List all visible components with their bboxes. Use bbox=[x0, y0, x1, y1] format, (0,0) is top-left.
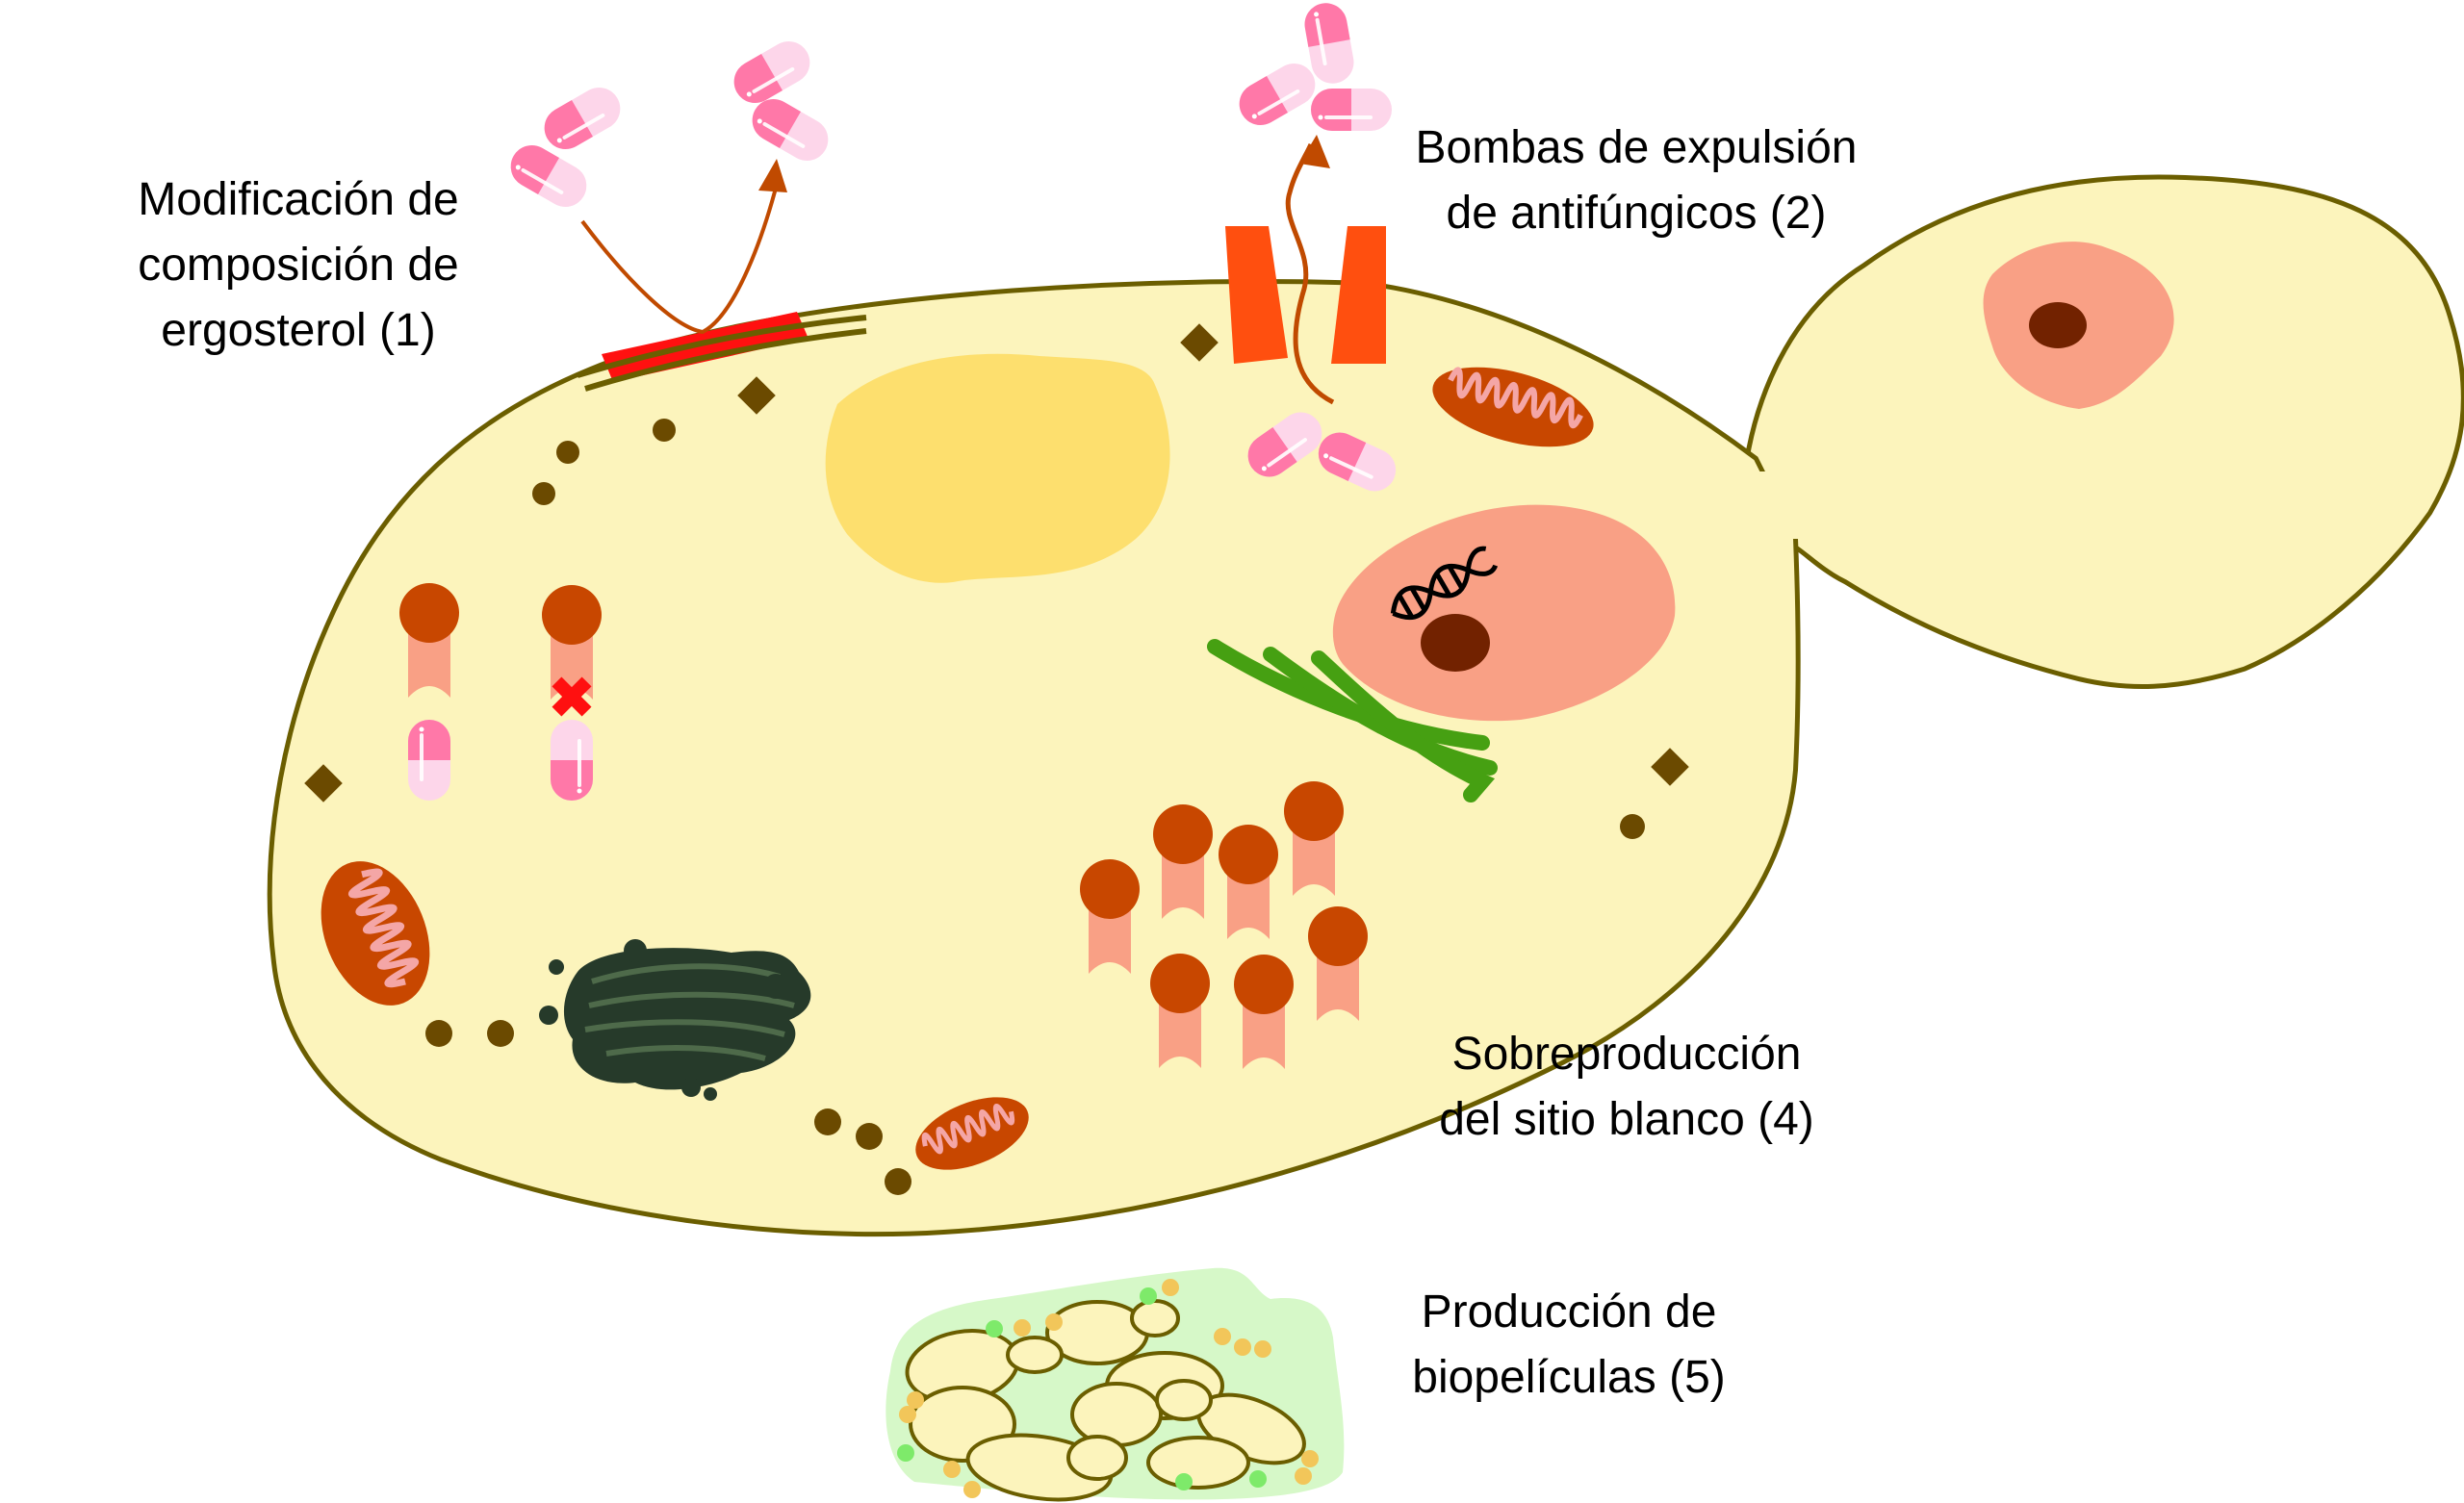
granules bbox=[425, 419, 1645, 1195]
target-site-blocked bbox=[542, 585, 602, 801]
ergosterol-arrow-head bbox=[758, 159, 787, 192]
biofilm bbox=[886, 1267, 1345, 1502]
efflux-arrow-head bbox=[1299, 135, 1330, 168]
ergosterol-modification bbox=[577, 312, 867, 392]
vacuole bbox=[825, 353, 1170, 583]
label-target-overproduction: Sobreproducción del sitio blanco (4) bbox=[1386, 1022, 1867, 1153]
dna-helix-icon bbox=[1390, 546, 1499, 621]
bud-cell bbox=[1743, 174, 2464, 690]
label-line: Bombas de expulsión bbox=[1415, 122, 1858, 173]
endoplasmic-reticulum bbox=[1207, 639, 1498, 802]
label-line: Producción de bbox=[1421, 1286, 1717, 1337]
label-line: biopelículas (5) bbox=[1412, 1352, 1726, 1403]
golgi-apparatus bbox=[539, 939, 811, 1101]
label-line: del sitio blanco (4) bbox=[1439, 1094, 1814, 1145]
efflux-arrow bbox=[1285, 142, 1335, 405]
capsule-icon bbox=[536, 79, 629, 158]
mitochondrion-top bbox=[1432, 367, 1594, 447]
ergosterol-arrow bbox=[580, 172, 782, 335]
mother-cell bbox=[267, 135, 1819, 1237]
label-biofilm-production: Producción de biopelículas (5) bbox=[1357, 1280, 1781, 1411]
label-line: Sobreproducción bbox=[1451, 1029, 1802, 1080]
mitochondrion-bottom bbox=[915, 1097, 1029, 1170]
nucleus bbox=[1332, 504, 1676, 722]
label-line: Modificación de bbox=[138, 174, 459, 225]
capsule-icon bbox=[726, 33, 818, 112]
label-ergosterol-modification: Modificación de composición de ergostero… bbox=[106, 167, 491, 364]
label-line: ergosterol (1) bbox=[161, 305, 436, 356]
nucleolus bbox=[1421, 614, 1490, 672]
capsule-icon bbox=[744, 90, 836, 169]
label-efflux-pumps: Bombas de expulsión de antifúngicos (2) bbox=[1376, 115, 1896, 246]
bud-nucleolus bbox=[2029, 302, 2087, 348]
capsule-icon bbox=[502, 137, 595, 216]
mitochondrion-left bbox=[321, 861, 430, 1006]
efflux-pump bbox=[1225, 226, 1386, 364]
red-x-icon bbox=[552, 676, 592, 717]
capsule-icon bbox=[1231, 55, 1323, 134]
label-line: composición de bbox=[138, 240, 459, 291]
label-line: de antifúngicos (2) bbox=[1446, 188, 1827, 239]
